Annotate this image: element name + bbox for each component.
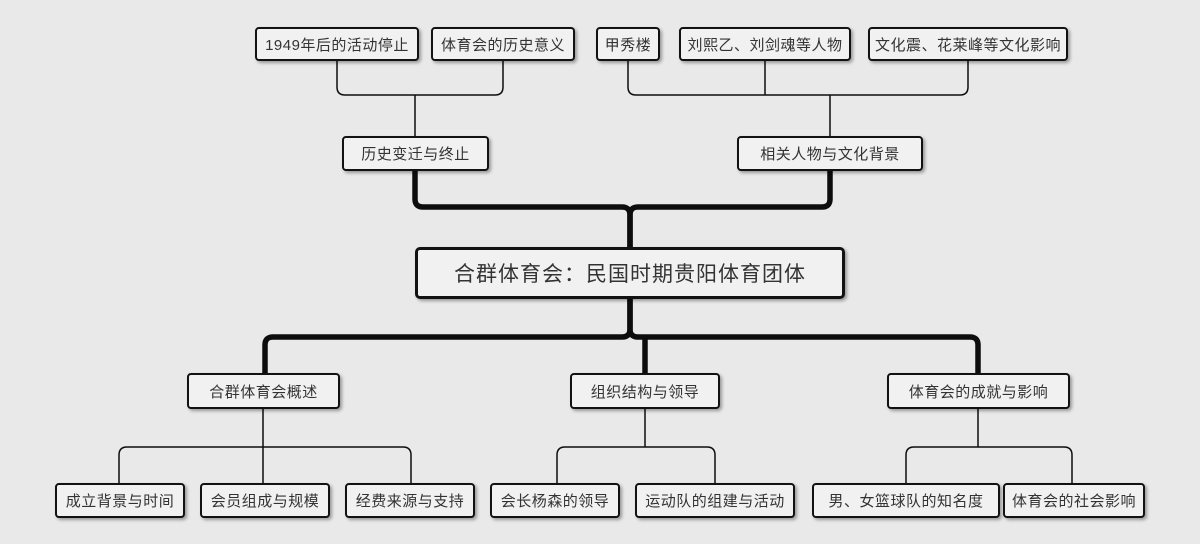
- node-related-people-culture[interactable]: 相关人物与文化背景: [737, 136, 923, 171]
- root-label: 合群体育会：民国时期贵阳体育团体: [454, 263, 806, 286]
- node-cultural-influence-figures[interactable]: 文化震、花莱峰等文化影响: [868, 27, 1068, 61]
- node-label: 甲秀楼: [604, 36, 652, 54]
- node-label: 男、女篮球队的知名度: [828, 493, 984, 510]
- edge-bus-structure-children: [556, 446, 716, 483]
- node-label: 体育会的成就与影响: [908, 383, 1049, 401]
- edge-thick-root-to-overview: [262, 299, 633, 373]
- node-membership-scale[interactable]: 会员组成与规模: [200, 483, 330, 518]
- node-liu-xiyi-figures[interactable]: 刘熙乙、刘剑魂等人物: [679, 27, 851, 61]
- node-label: 会员组成与规模: [210, 493, 320, 510]
- node-achievements-influence[interactable]: 体育会的成就与影响: [887, 373, 1070, 409]
- node-label: 成立背景与时间: [65, 493, 175, 510]
- node-label: 文化震、花莱峰等文化影响: [874, 36, 1061, 54]
- node-founding-background-time[interactable]: 成立背景与时间: [55, 483, 185, 518]
- edge-thick-root-to-achievement: [627, 299, 981, 373]
- node-label: 会长杨森的领导: [500, 493, 610, 510]
- node-root-hequn-sports-association[interactable]: 合群体育会：民国时期贵阳体育团体: [415, 247, 845, 299]
- edge-bus-people-children: [627, 61, 969, 96]
- node-organization-leadership[interactable]: 组织结构与领导: [570, 373, 720, 409]
- node-funding-sources[interactable]: 经费来源与支持: [345, 483, 475, 518]
- node-label: 相关人物与文化背景: [760, 146, 900, 163]
- node-label: 体育会的历史意义: [440, 36, 565, 54]
- node-label: 体育会的社会影响: [1011, 493, 1136, 510]
- node-label: 组织结构与领导: [590, 383, 700, 401]
- edge-bus-overview-children: [118, 446, 412, 483]
- node-label: 经费来源与支持: [355, 493, 465, 510]
- edge-bus-history-children: [336, 61, 504, 96]
- node-association-overview[interactable]: 合群体育会概述: [187, 373, 340, 409]
- node-label: 刘熙乙、刘剑魂等人物: [687, 36, 843, 54]
- node-label: 1949年后的活动停止: [265, 36, 409, 54]
- node-label: 运动队的组建与活动: [645, 493, 785, 510]
- node-sports-teams-activities[interactable]: 运动队的组建与活动: [635, 483, 795, 518]
- edge-bus-achievement-children: [905, 446, 1073, 483]
- node-social-influence[interactable]: 体育会的社会影响: [1003, 483, 1145, 518]
- node-jiaxiu-tower[interactable]: 甲秀楼: [596, 27, 660, 61]
- edge-thick-history-to-root: [412, 171, 633, 247]
- node-historical-change-termination[interactable]: 历史变迁与终止: [342, 136, 489, 171]
- node-label: 历史变迁与终止: [361, 146, 470, 163]
- edge-thick-people-to-root: [627, 171, 833, 247]
- node-1949-activity-stop[interactable]: 1949年后的活动停止: [255, 27, 419, 61]
- node-historical-significance[interactable]: 体育会的历史意义: [431, 27, 575, 61]
- node-basketball-teams-fame[interactable]: 男、女篮球队的知名度: [812, 483, 1000, 518]
- node-president-yangsen-leadership[interactable]: 会长杨森的领导: [490, 483, 620, 518]
- node-label: 合群体育会概述: [209, 383, 318, 401]
